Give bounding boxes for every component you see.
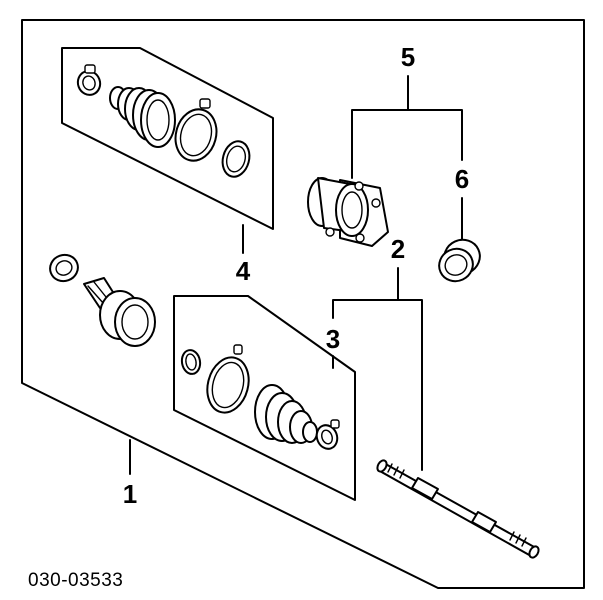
boot-kit-panel-3 (173, 295, 356, 501)
dust-seal-icon (438, 238, 481, 283)
small-clamp-lower-icon (315, 419, 340, 450)
callout-1: 1 (123, 479, 137, 509)
boot-bellows-icon (109, 86, 176, 148)
large-clamp-icon (174, 98, 218, 162)
callout-2: 2 (391, 234, 405, 264)
assembly-outline (21, 19, 585, 589)
callout-4: 4 (236, 256, 251, 286)
outer-cv-joint-icon (49, 253, 156, 347)
large-clamp-lower-icon (206, 344, 250, 414)
leader-bracket-2 (332, 267, 423, 471)
small-clamp-icon (76, 64, 102, 96)
callout-6: 6 (455, 164, 469, 194)
bearing-housing-icon (307, 177, 389, 247)
callout-5: 5 (401, 42, 415, 72)
snap-ring-icon (221, 140, 251, 178)
snap-ring-small-icon (180, 349, 202, 375)
diagram-part-number: 030-03533 (28, 570, 123, 591)
callout-3: 3 (326, 324, 340, 354)
boot-kit-panel-4 (61, 47, 274, 230)
boot-bellows-lower-icon (254, 384, 318, 444)
leader-bracket-5 (351, 75, 463, 179)
drive-shaft-icon (376, 459, 540, 559)
